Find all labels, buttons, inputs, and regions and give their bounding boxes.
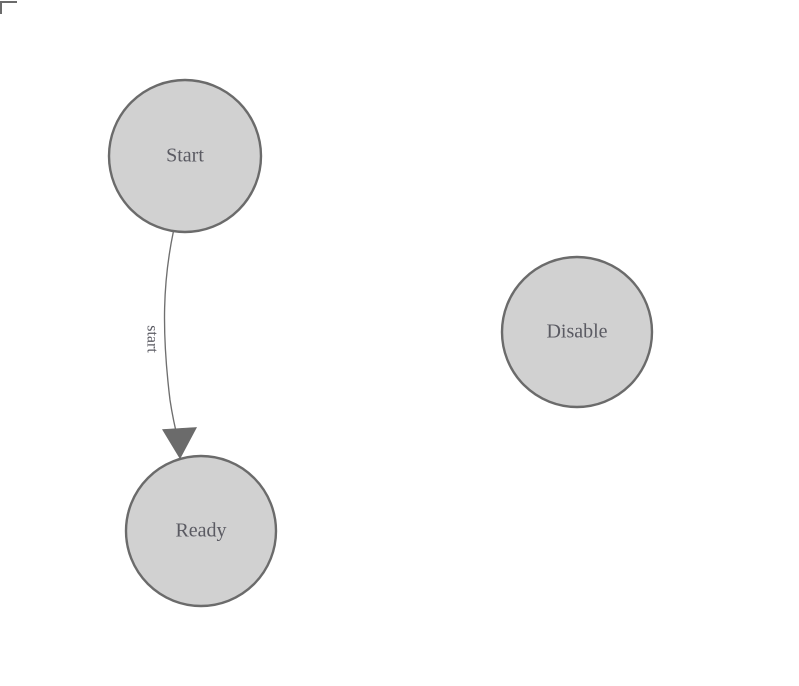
node-ready-label: Ready	[175, 520, 226, 542]
node-disable-label: Disable	[546, 321, 607, 343]
edge-label-start: start	[143, 325, 160, 353]
node-ready[interactable]: Ready	[124, 454, 278, 608]
canvas-corner-mark-icon	[0, 1, 17, 14]
node-start-circle[interactable]	[107, 78, 263, 234]
node-start-label: Start	[166, 145, 204, 167]
node-ready-circle[interactable]	[124, 454, 278, 608]
arrowhead-icon	[161, 427, 198, 460]
edge-line	[163, 230, 180, 445]
node-disable-circle[interactable]	[500, 255, 654, 409]
node-disable[interactable]: Disable	[500, 255, 654, 409]
edge-start-to-ready[interactable]: start	[143, 230, 198, 460]
node-start[interactable]: Start	[107, 78, 263, 234]
